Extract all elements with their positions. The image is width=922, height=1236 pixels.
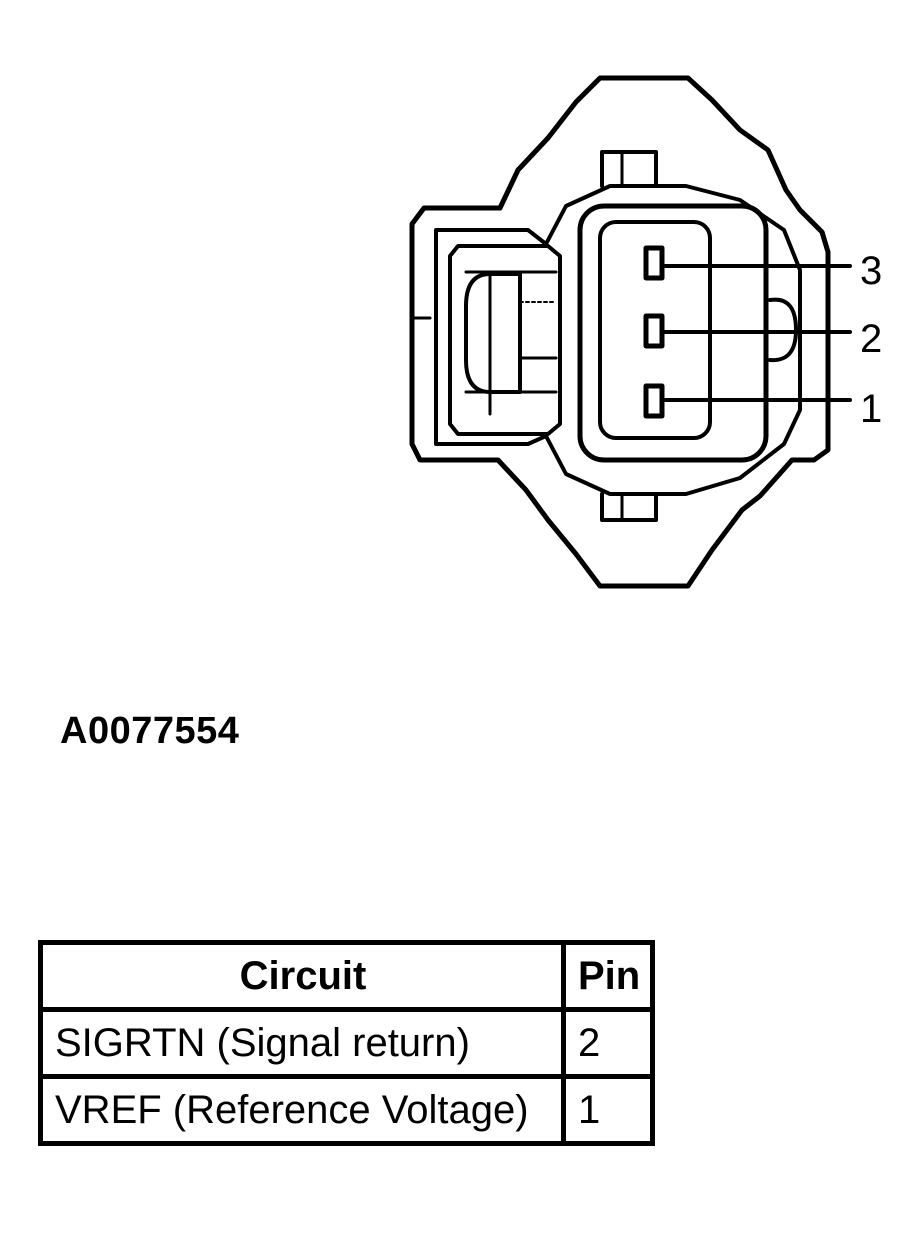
table-row: SIGRTN (Signal return) 2 [38,1007,656,1079]
pin-1-cavity [643,383,665,419]
key-rib-bottom [600,492,658,522]
right-notch [768,297,798,363]
pin-2-label: 2 [860,317,882,361]
pin-2-cavity [643,313,665,349]
table-row: VREF (Reference Voltage) 1 [38,1074,656,1146]
pin-3-label: 3 [860,249,882,293]
circuit-cell: VREF (Reference Voltage) [38,1074,566,1146]
pin-column-header: Pin [560,940,656,1012]
pin-3-cavity [643,245,665,281]
pin-cell: 1 [560,1074,656,1146]
pin-1-label: 1 [860,387,882,431]
circuit-cell: SIGRTN (Signal return) [38,1007,566,1079]
table-header-row: Circuit Pin [38,940,656,1012]
key-rib-top [600,150,658,188]
connector-face-diagram: 3 2 1 [409,75,882,589]
pin-cell: 2 [560,1007,656,1079]
figure-id: A0077554 [60,710,240,752]
circuit-pin-table: Circuit Pin SIGRTN (Signal return) 2 VRE… [38,940,656,1146]
circuit-column-header: Circuit [38,940,566,1012]
connector-outer-housing [409,75,831,589]
latch-housing [448,244,562,436]
latch-tab-inner [464,272,522,394]
